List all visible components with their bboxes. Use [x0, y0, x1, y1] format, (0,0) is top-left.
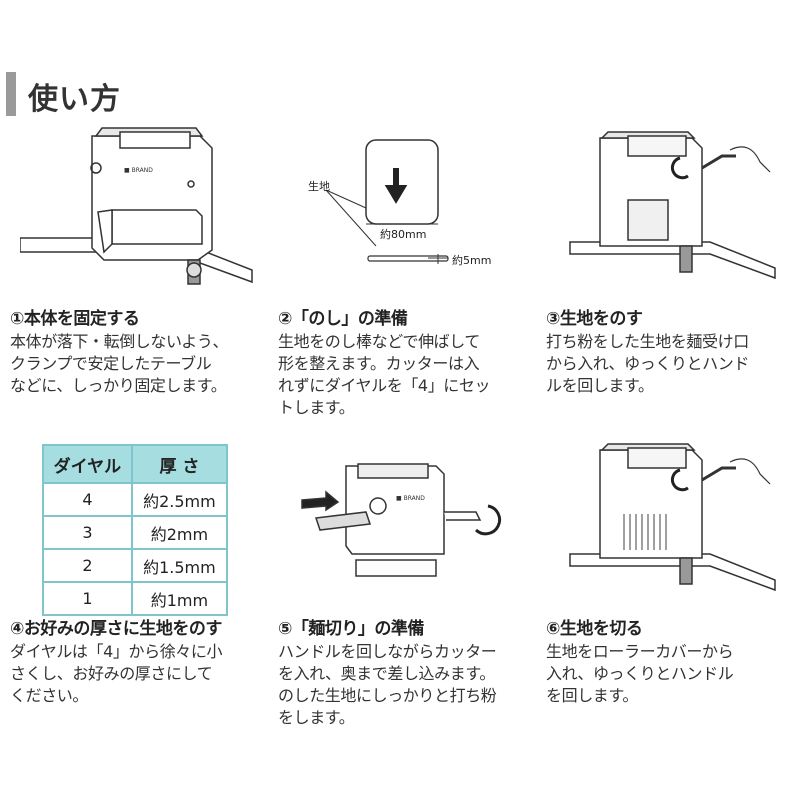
svg-text:■ BRAND: ■ BRAND — [396, 495, 425, 502]
thickness-value: 約2.5mm — [130, 482, 229, 517]
step-line: 形を整えます。カッターは入 — [278, 354, 480, 373]
table-row: 3 約2mm — [42, 515, 229, 550]
step-5: ⑤「麺切り」の準備 ハンドルを回しながらカッター を入れ、奥まで差し込みます。 … — [278, 614, 528, 729]
dough-dimensions-diagram: 生地 約80mm 約5mm — [308, 139, 491, 267]
dough-label: 生地 — [308, 179, 330, 193]
step-line: トします。 — [278, 398, 355, 417]
step-line: ハンドルを回しながらカッター — [278, 642, 497, 661]
column-header-dial: ダイヤル — [42, 444, 133, 484]
thickness-value: 約2mm — [130, 515, 229, 550]
dough-sheet-shape — [365, 139, 439, 225]
step-heading: ④お好みの厚さに生地をのす — [10, 619, 222, 639]
step-line: クランプで安定したテーブル — [10, 354, 212, 373]
step-line: れずにダイヤルを「4」にセッ — [278, 376, 491, 395]
page-title: 使い方 — [28, 82, 121, 117]
dial-thickness-table: ダイヤル 厚 さ 4 約2.5mm 3 約2mm 2 約1.5mm 1 約1mm — [42, 444, 229, 616]
thickness-label: 約5mm — [452, 253, 491, 267]
step-line: さくし、お好みの厚さにして — [10, 664, 213, 683]
step-line: ダイヤルは「4」から徐々に小 — [10, 642, 223, 661]
step-heading: ①本体を固定する — [10, 309, 140, 329]
step-6: ⑥生地を切る 生地をローラーカバーから 入れ、ゆっくりとハンドル を回します。 — [546, 614, 796, 707]
step-line: をします。 — [278, 708, 355, 727]
table-row: 4 約2.5mm — [42, 482, 229, 517]
step-line: を入れ、奥まで差し込みます。 — [278, 664, 495, 683]
dial-value: 3 — [42, 515, 133, 550]
title-accent-bar — [6, 72, 16, 116]
table-row: 2 約1.5mm — [42, 548, 229, 583]
dial-value: 1 — [42, 581, 133, 616]
step-line: 生地をのし棒などで伸ばして — [278, 332, 481, 351]
cutting-noodles-illustration — [569, 443, 776, 592]
step-line: から入れ、ゆっくりとハンド — [546, 354, 749, 373]
step-line: 入れ、ゆっくりとハンドル — [546, 664, 734, 683]
step-1: ①本体を固定する 本体が落下・転倒しないよう、 クランプで安定したテーブル など… — [10, 304, 260, 397]
svg-text:■ BRAND: ■ BRAND — [124, 167, 153, 174]
step-line: を回します。 — [546, 686, 639, 705]
step-line: ルを回します。 — [546, 376, 654, 395]
step-heading: ③生地をのす — [546, 309, 643, 329]
step-line: 本体が落下・転倒しないよう、 — [10, 332, 229, 351]
step-line: 生地をローラーカバーから — [546, 642, 734, 661]
table-row: 1 約1mm — [42, 581, 229, 616]
dial-value: 2 — [42, 548, 133, 583]
step-heading: ⑥生地を切る — [546, 619, 643, 639]
cutter-insertion-illustration: ■ BRAND — [301, 463, 502, 577]
thickness-value: 約1mm — [130, 581, 229, 616]
machine-clamped-illustration: ■ BRAND — [20, 127, 253, 285]
step-3: ③生地をのす 打ち粉をした生地を麺受け口 から入れ、ゆっくりとハンド ルを回しま… — [546, 304, 796, 397]
insert-arrow-icon — [301, 490, 340, 512]
column-header-thickness: 厚 さ — [130, 444, 229, 484]
width-label: 約80mm — [380, 227, 426, 241]
step-4: ④お好みの厚さに生地をのす ダイヤルは「4」から徐々に小 さくし、お好みの厚さに… — [10, 614, 260, 707]
step-line: などに、しっかり固定します。 — [10, 376, 227, 395]
step-heading: ⑤「麺切り」の準備 — [278, 619, 424, 639]
step-line: のした生地にしっかりと打ち粉 — [278, 686, 497, 705]
step-heading: ②「のし」の準備 — [278, 309, 408, 329]
thickness-value: 約1.5mm — [130, 548, 229, 583]
table-header-row: ダイヤル 厚 さ — [42, 444, 229, 484]
rolling-dough-illustration — [569, 131, 776, 280]
step-line: 打ち粉をした生地を麺受け口 — [546, 332, 749, 351]
rotate-arrow-icon — [474, 504, 502, 536]
step-line: ください。 — [10, 686, 89, 705]
step-2: ②「のし」の準備 生地をのし棒などで伸ばして 形を整えます。カッターは入 れずに… — [278, 304, 528, 419]
dial-value: 4 — [42, 482, 133, 517]
down-arrow-icon — [384, 168, 408, 204]
